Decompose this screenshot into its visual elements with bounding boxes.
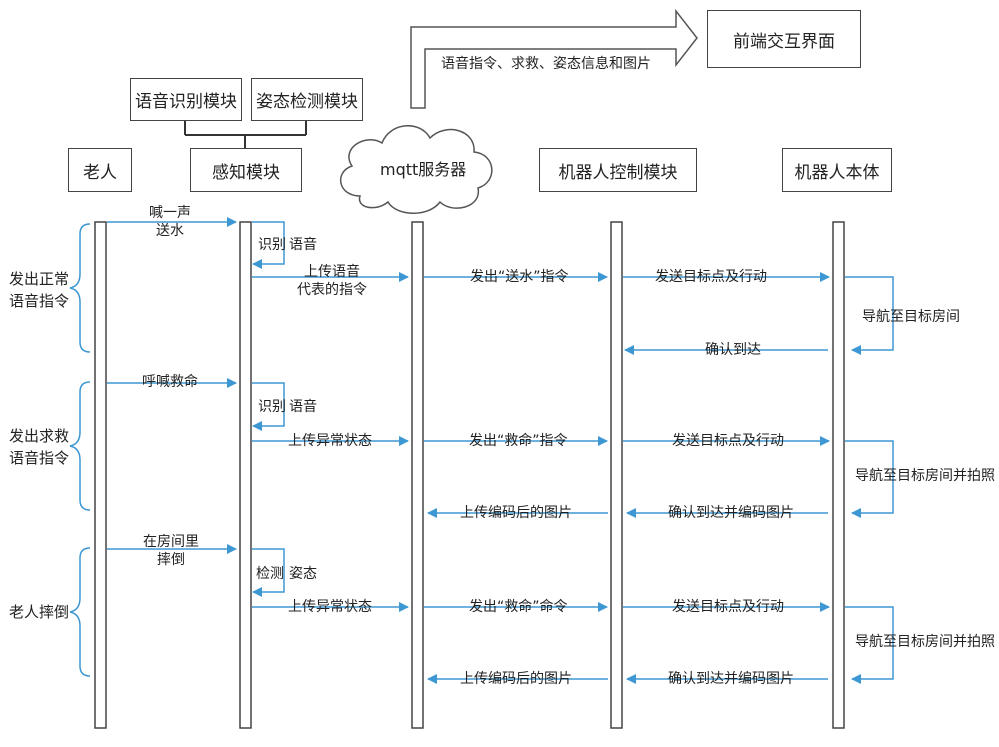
phase-rescue: 发出求救语音指令 — [8, 427, 69, 467]
lifeline-control — [610, 221, 623, 729]
msg-m2: 上传语音代表的指令 — [297, 264, 367, 298]
msg-m14-self-a: 检测 — [256, 566, 284, 582]
phase-fall: 老人摔倒 — [8, 603, 69, 621]
voice-module-box: 语音识别模块 — [130, 78, 242, 121]
msg-m3: 发出“送水”指令 — [470, 269, 569, 285]
arrow-m11 — [845, 440, 894, 518]
upload-to-frontend-arrow — [410, 8, 698, 109]
msg-m14-self-b: 姿态 — [289, 566, 317, 582]
participant-elder: 老人 — [68, 148, 132, 192]
arrow-m18 — [845, 606, 894, 684]
brace-rescue — [69, 381, 91, 511]
msg-m15: 上传异常状态 — [288, 599, 372, 615]
arrow-m14-self — [252, 548, 285, 597]
frontend-box: 前端交互界面 — [707, 10, 861, 68]
phase-braces — [69, 223, 91, 677]
participant-perception: 感知模块 — [190, 148, 302, 192]
msg-m19: 上传编码后的图片 — [460, 671, 572, 687]
message-arrows — [107, 217, 894, 684]
msg-m4: 发送目标点及行动 — [655, 269, 767, 285]
lifeline-elder — [94, 221, 107, 729]
msg-m1: 喊一声送水 — [149, 205, 191, 239]
lifeline-robot — [832, 221, 845, 729]
msg-m8: 上传异常状态 — [288, 433, 372, 449]
lifeline-mqtt — [411, 221, 424, 729]
msg-m9: 发出“救命”指令 — [469, 433, 568, 449]
msg-m14: 在房间里摔倒 — [143, 534, 199, 568]
brace-fall — [69, 547, 91, 677]
msg-m18: 导航至目标房间并拍照 — [855, 634, 995, 650]
msg-m1-self-a: 识别 — [258, 237, 286, 253]
brace-normal — [69, 223, 91, 353]
participant-mqtt: mqtt服务器 — [380, 160, 467, 179]
pose-module-box: 姿态检测模块 — [251, 78, 363, 121]
arrow-m5 — [845, 276, 894, 355]
msg-m1-self-b: 语音 — [289, 237, 317, 253]
msg-m7-self-b: 语音 — [289, 399, 317, 415]
lifelines — [94, 221, 845, 729]
arrow-m1-self — [252, 221, 285, 269]
upload-note: 语音指令、求救、姿态信息和图片 — [441, 56, 651, 72]
arrow-m7-self — [252, 382, 285, 431]
msg-m12: 上传编码后的图片 — [460, 505, 572, 521]
msg-m20: 确认到达并编码图片 — [668, 671, 794, 687]
msg-m6: 确认到达 — [705, 342, 761, 358]
msg-m11: 导航至目标房间并拍照 — [855, 468, 995, 484]
msg-m17: 发送目标点及行动 — [672, 599, 784, 615]
msg-m13: 确认到达并编码图片 — [668, 505, 794, 521]
module-connector — [184, 121, 307, 148]
msg-m7-self-a: 识别 — [258, 399, 286, 415]
msg-m16: 发出“救命”命令 — [469, 599, 568, 615]
msg-m10: 发送目标点及行动 — [672, 433, 784, 449]
mqtt-cloud-icon — [339, 125, 493, 214]
msg-m7: 呼喊救命 — [142, 374, 198, 390]
msg-m5: 导航至目标房间 — [862, 309, 960, 325]
participant-control: 机器人控制模块 — [539, 148, 697, 192]
phase-normal: 发出正常语音指令 — [8, 270, 69, 310]
participant-robot: 机器人本体 — [782, 148, 892, 192]
lifeline-perception — [239, 221, 252, 729]
